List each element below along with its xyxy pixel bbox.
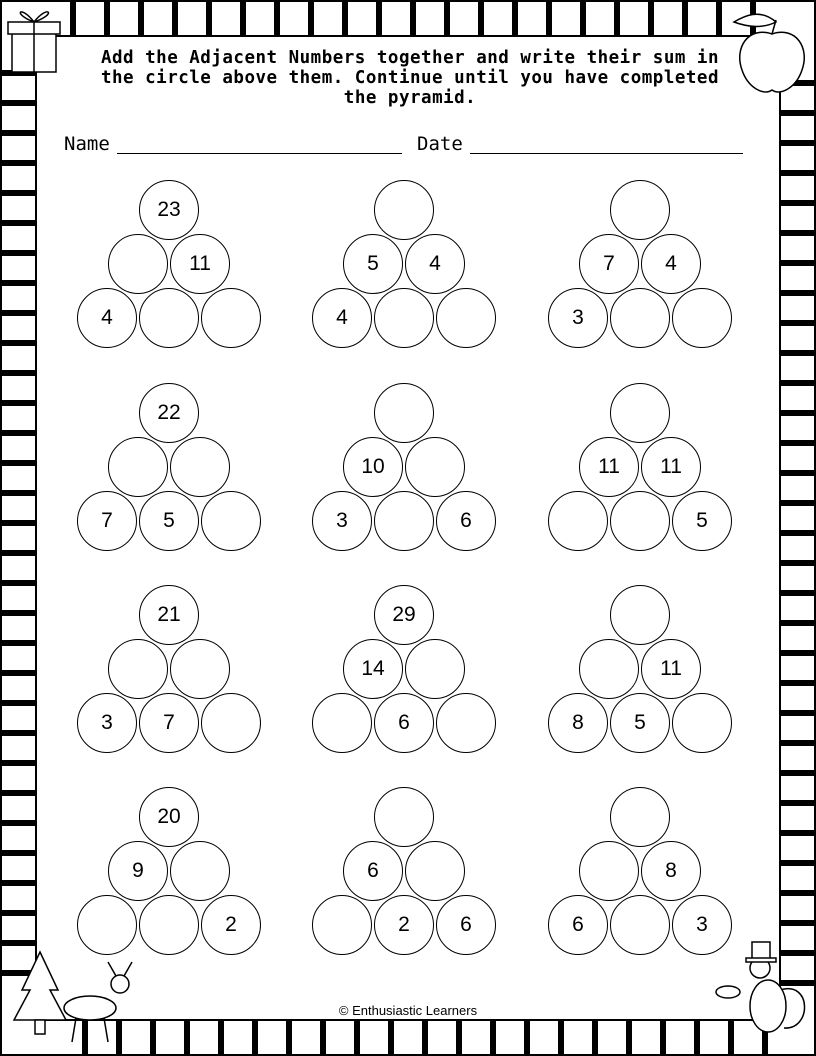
name-label: Name bbox=[64, 133, 110, 155]
instruction-line-3: the pyramid. bbox=[343, 88, 477, 108]
pyramid-circle[interactable]: 10 bbox=[343, 437, 403, 497]
pyramid-circle[interactable]: 14 bbox=[343, 639, 403, 699]
pyramid-circle[interactable] bbox=[610, 585, 670, 645]
name-line[interactable] bbox=[117, 153, 402, 154]
pyramid-circle[interactable]: 6 bbox=[374, 693, 434, 753]
pyramid-circle[interactable] bbox=[312, 693, 372, 753]
copyright: © Enthusiastic Learners bbox=[338, 1003, 478, 1018]
pyramid-circle[interactable]: 9 bbox=[108, 841, 168, 901]
pyramid-circle[interactable]: 2 bbox=[201, 895, 261, 955]
pyramid-circle[interactable]: 22 bbox=[139, 383, 199, 443]
pine-tree-icon bbox=[12, 950, 68, 1035]
pyramid-circle[interactable]: 5 bbox=[610, 693, 670, 753]
pyramid-circle[interactable]: 2 bbox=[374, 895, 434, 955]
pyramid-circle[interactable] bbox=[579, 639, 639, 699]
pyramid-circle[interactable] bbox=[405, 841, 465, 901]
pyramid-circle[interactable]: 3 bbox=[548, 288, 608, 348]
pyramid-circle[interactable] bbox=[610, 895, 670, 955]
pyramid-circle[interactable] bbox=[610, 288, 670, 348]
pyramid-circle[interactable] bbox=[672, 288, 732, 348]
pyramid-circle[interactable] bbox=[374, 180, 434, 240]
pyramid-circle[interactable] bbox=[77, 895, 137, 955]
pyramid-circle[interactable] bbox=[405, 437, 465, 497]
pyramid-circle[interactable] bbox=[672, 693, 732, 753]
date-label: Date bbox=[417, 133, 463, 155]
pyramid-circle[interactable] bbox=[170, 437, 230, 497]
pyramid-circle[interactable]: 4 bbox=[405, 234, 465, 294]
date-line[interactable] bbox=[470, 153, 743, 154]
pyramid-circle[interactable]: 11 bbox=[641, 639, 701, 699]
instruction-line-2: the circle above them. Continue until yo… bbox=[100, 68, 719, 88]
pyramid-circle[interactable] bbox=[312, 895, 372, 955]
pyramid-circle[interactable] bbox=[610, 180, 670, 240]
pyramid-circle[interactable]: 29 bbox=[374, 585, 434, 645]
pyramid-circle[interactable] bbox=[548, 491, 608, 551]
pyramid-circle[interactable]: 7 bbox=[579, 234, 639, 294]
pyramid-circle[interactable] bbox=[108, 234, 168, 294]
pyramid-circle[interactable] bbox=[201, 288, 261, 348]
pyramid-circle[interactable]: 4 bbox=[312, 288, 372, 348]
pyramid-circle[interactable] bbox=[405, 639, 465, 699]
pyramid-circle[interactable]: 11 bbox=[641, 437, 701, 497]
pyramid-circle[interactable]: 23 bbox=[139, 180, 199, 240]
pyramid-circle[interactable] bbox=[108, 437, 168, 497]
pyramid-circle[interactable]: 3 bbox=[77, 693, 137, 753]
pyramid-circle[interactable]: 6 bbox=[436, 895, 496, 955]
pyramid-circle[interactable]: 3 bbox=[672, 895, 732, 955]
pyramid-circle[interactable]: 3 bbox=[312, 491, 372, 551]
pyramid-circle[interactable] bbox=[610, 491, 670, 551]
pyramid-circle[interactable]: 6 bbox=[436, 491, 496, 551]
gift-icon bbox=[7, 11, 61, 73]
pyramid-circle[interactable] bbox=[170, 639, 230, 699]
pyramid-circle[interactable] bbox=[374, 491, 434, 551]
pyramid-circle[interactable]: 11 bbox=[170, 234, 230, 294]
pyramid-circle[interactable]: 7 bbox=[139, 693, 199, 753]
pyramid-circle[interactable]: 20 bbox=[139, 787, 199, 847]
pyramid-circle[interactable]: 4 bbox=[77, 288, 137, 348]
pyramid-circle[interactable]: 11 bbox=[579, 437, 639, 497]
pyramid-circle[interactable]: 5 bbox=[343, 234, 403, 294]
pyramid-circle[interactable] bbox=[108, 639, 168, 699]
pyramid-circle[interactable]: 8 bbox=[548, 693, 608, 753]
pyramid-circle[interactable]: 21 bbox=[139, 585, 199, 645]
pyramid-circle[interactable]: 5 bbox=[672, 491, 732, 551]
pyramid-circle[interactable]: 6 bbox=[343, 841, 403, 901]
instructions: Add the Adjacent Numbers together and wr… bbox=[60, 48, 760, 108]
pyramid-circle[interactable]: 6 bbox=[548, 895, 608, 955]
pyramid-circle[interactable] bbox=[374, 288, 434, 348]
pyramid-circle[interactable]: 8 bbox=[641, 841, 701, 901]
pyramid-circle[interactable] bbox=[139, 288, 199, 348]
reindeer-icon bbox=[63, 961, 133, 1043]
pyramid-circle[interactable] bbox=[610, 383, 670, 443]
apple-icon bbox=[732, 13, 805, 93]
pyramid-circle[interactable]: 5 bbox=[139, 491, 199, 551]
turkey-pilgrim-icon bbox=[715, 941, 806, 1033]
pyramid-circle[interactable]: 4 bbox=[641, 234, 701, 294]
pyramid-circle[interactable] bbox=[374, 383, 434, 443]
pyramid-circle[interactable] bbox=[610, 787, 670, 847]
pyramid-circle[interactable] bbox=[170, 841, 230, 901]
pyramid-circle[interactable] bbox=[201, 693, 261, 753]
pyramid-circle[interactable] bbox=[579, 841, 639, 901]
pyramid-circle[interactable] bbox=[139, 895, 199, 955]
instruction-line-1: Add the Adjacent Numbers together and wr… bbox=[100, 48, 719, 68]
pyramid-circle[interactable]: 7 bbox=[77, 491, 137, 551]
pyramid-circle[interactable] bbox=[436, 693, 496, 753]
pyramid-circle[interactable] bbox=[201, 491, 261, 551]
pyramid-circle[interactable] bbox=[436, 288, 496, 348]
pyramid-circle[interactable] bbox=[374, 787, 434, 847]
